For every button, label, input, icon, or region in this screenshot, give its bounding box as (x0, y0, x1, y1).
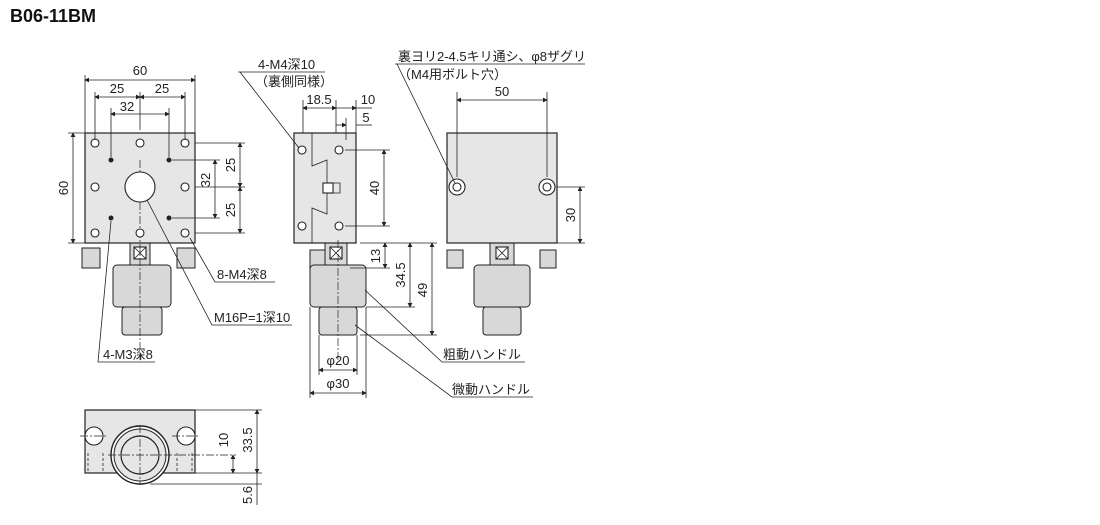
dim-32: 32 (120, 99, 134, 114)
dim-10: 10 (361, 92, 375, 107)
label-fine-handle: 微動ハンドル (452, 382, 530, 397)
dim-phi20: φ20 (327, 353, 350, 368)
dim-40: 40 (367, 181, 382, 195)
label-bolt-hole-line1: 裏ヨリ2-4.5キリ通シ、φ8ザグリ (398, 49, 586, 64)
label-coarse-handle: 粗動ハンドル (443, 347, 521, 362)
dim-10: 10 (216, 433, 231, 447)
clamp-knob-left (446, 249, 464, 269)
top-view: 60 25 25 32 60 25 25 32 8-M4深8 M16P=1深10… (56, 63, 292, 363)
clamp-knob-right (176, 247, 196, 269)
fine-handle (121, 306, 163, 336)
coarse-handle (473, 264, 531, 308)
dim-25-right: 25 (155, 81, 169, 96)
dim-18-5: 18.5 (306, 92, 331, 107)
dim-50: 50 (495, 84, 509, 99)
label-4-m3: 4-M3深8 (103, 347, 153, 362)
clamp-knob-left (81, 247, 101, 269)
m4-holes (90, 138, 190, 238)
dim-phi30: φ30 (327, 376, 350, 391)
dim-33-5: 33.5 (240, 427, 255, 452)
dim-r25-top: 25 (223, 158, 238, 172)
label-8-m4: 8-M4深8 (217, 267, 267, 282)
dim-width: 60 (133, 63, 147, 78)
dim-30: 30 (563, 208, 578, 222)
dim-r25-bottom: 25 (223, 203, 238, 217)
coarse-handle (112, 264, 172, 308)
back-view: 50 30 裏ヨリ2-4.5キリ通シ、φ8ザグリ （M4用ボルト穴） (395, 49, 586, 336)
center-hole (124, 171, 156, 203)
dim-height: 60 (56, 181, 71, 195)
clamp-knob-right (539, 249, 557, 269)
dim-13: 13 (368, 249, 383, 263)
dim-5-6: 5.6 (240, 486, 255, 504)
label-m16: M16P=1深10 (214, 310, 290, 325)
dim-25-left: 25 (110, 81, 124, 96)
dim-5: 5 (362, 110, 369, 125)
m3-holes (108, 157, 172, 221)
side-view: 18.5 10 5 40 13 34.5 49 φ20 φ30 粗動ハンドル 微… (238, 57, 533, 398)
dim-49: 49 (415, 283, 430, 297)
label-bolt-hole-line2: （M4用ボルト穴） (398, 67, 507, 82)
bottom-view: 10 33.5 5.6 (80, 409, 262, 505)
dim-r32: 32 (198, 173, 213, 187)
label-4-m4-line2: （裏側同様） (255, 74, 333, 89)
drawing-title: B06-11BM (10, 6, 97, 26)
label-4-m4-line1: 4-M4深10 (258, 57, 315, 72)
dim-34-5: 34.5 (393, 262, 408, 287)
fine-handle (482, 306, 522, 336)
